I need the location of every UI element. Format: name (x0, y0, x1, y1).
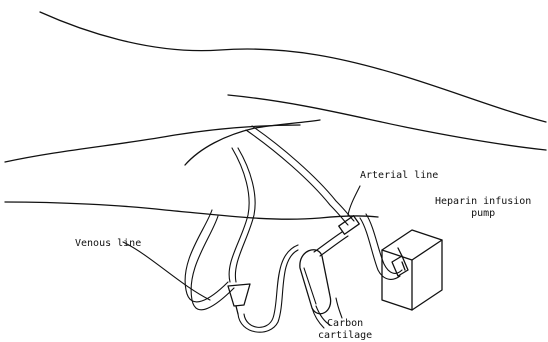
carbon-cartilage-label: Carbon cartilage (318, 318, 372, 342)
venous-line-label: Venous line (75, 238, 141, 250)
drip-chamber (228, 284, 250, 314)
heparin-pump-box (382, 230, 442, 310)
carbon-label-line2: cartilage (318, 330, 372, 342)
arterial-line-label: Arterial line (360, 170, 438, 182)
venous-tubing (185, 148, 255, 310)
arterial-connector (314, 216, 359, 256)
leader-lines (123, 186, 360, 318)
carbon-cartridge (300, 250, 331, 328)
carbon-label-line1: Carbon (318, 318, 372, 330)
heparin-pump-label: Heparin infusion pump (435, 196, 531, 220)
heparin-pump-label-line1: Heparin infusion (435, 196, 531, 208)
heparin-pump-label-line2: pump (435, 208, 531, 220)
arm-outline (5, 12, 546, 219)
arterial-tubing (246, 126, 354, 225)
loop-tubing (238, 245, 298, 332)
